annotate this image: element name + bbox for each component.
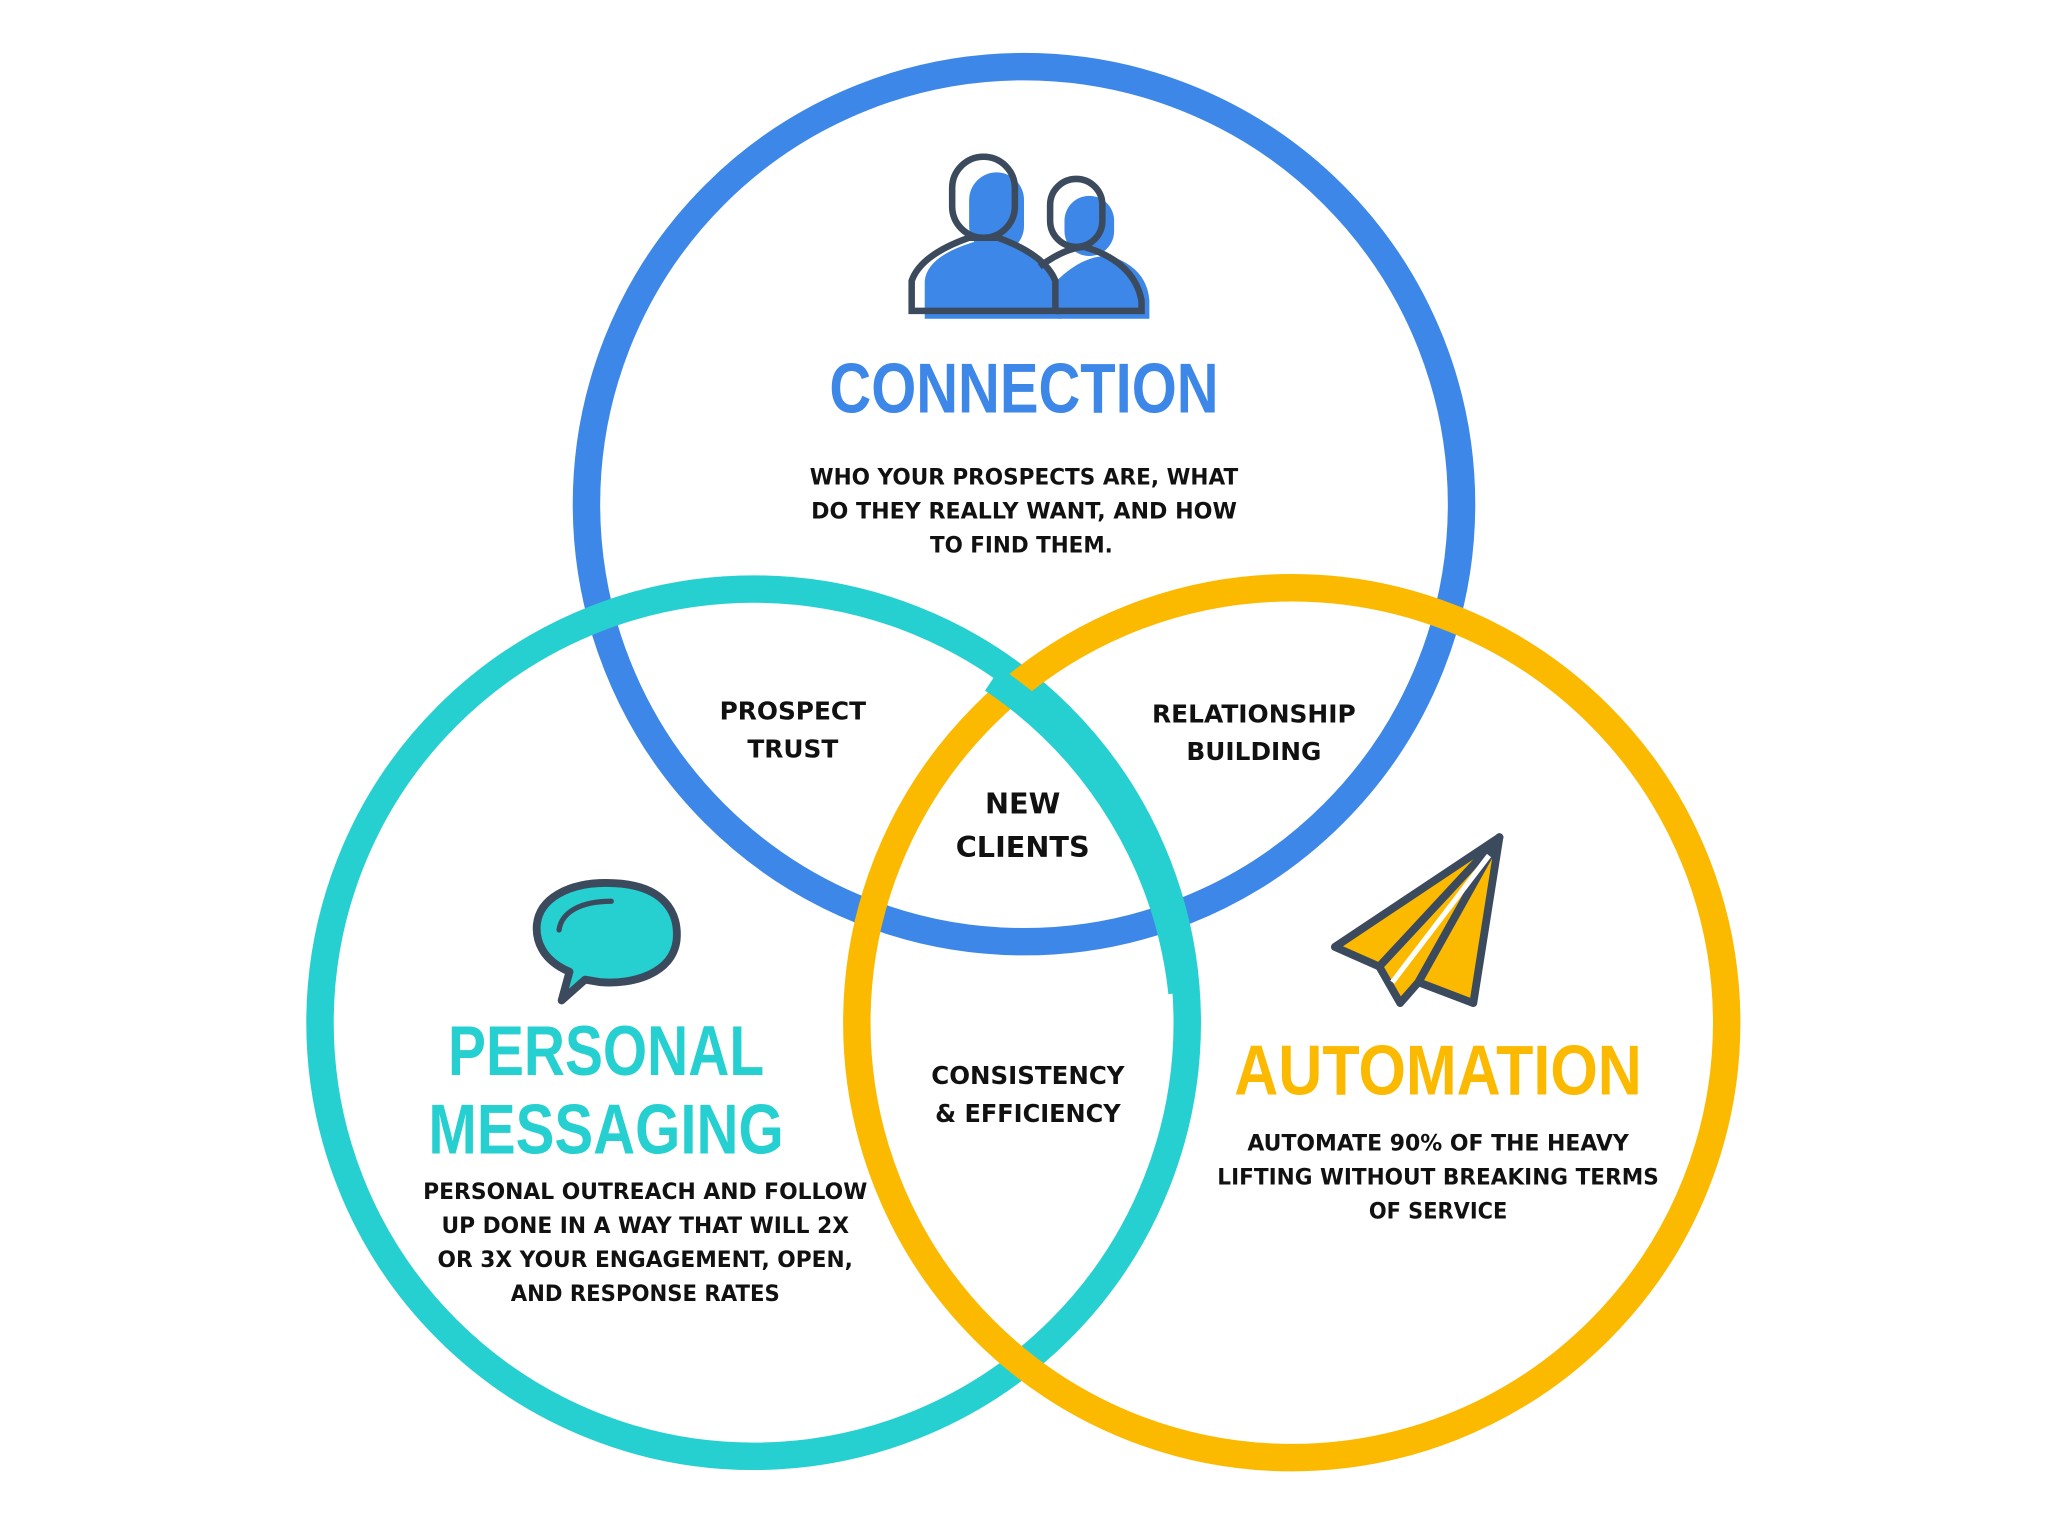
automation-circle	[843, 574, 1741, 1472]
svg-text:UP DONE IN A WAY THAT WILL 2X: UP DONE IN A WAY THAT WILL 2X	[441, 1213, 849, 1239]
svg-text:TRUST: TRUST	[747, 735, 838, 764]
automation-description: AUTOMATE 90% OF THE HEAVY LIFTING WITHOU…	[1217, 1131, 1658, 1225]
svg-text:NEW: NEW	[985, 787, 1060, 821]
overlap-relationship-building: RELATIONSHIP BUILDING	[1152, 699, 1356, 766]
personal-messaging-title: PERSONAL MESSAGING	[428, 1011, 783, 1168]
personal-messaging-circle	[306, 575, 1201, 1471]
svg-text:& EFFICIENCY: & EFFICIENCY	[935, 1099, 1121, 1128]
svg-text:BUILDING: BUILDING	[1186, 737, 1321, 766]
svg-text:AUTOMATE 90% OF THE HEAVY: AUTOMATE 90% OF THE HEAVY	[1247, 1131, 1629, 1157]
svg-text:OF SERVICE: OF SERVICE	[1369, 1199, 1507, 1225]
automation-title: AUTOMATION	[1234, 1031, 1642, 1110]
svg-text:LIFTING WITHOUT BREAKING TERMS: LIFTING WITHOUT BREAKING TERMS	[1217, 1165, 1658, 1191]
svg-text:PERSONAL OUTREACH AND FOLLOW: PERSONAL OUTREACH AND FOLLOW	[423, 1179, 867, 1205]
svg-text:WHO YOUR PROSPECTS ARE, WHAT: WHO YOUR PROSPECTS ARE, WHAT	[810, 465, 1239, 491]
connection-description: WHO YOUR PROSPECTS ARE, WHAT DO THEY REA…	[810, 465, 1239, 559]
personal-circle-overlap-arc	[985, 667, 1196, 995]
svg-text:CLIENTS: CLIENTS	[956, 830, 1090, 864]
svg-text:CONSISTENCY: CONSISTENCY	[931, 1061, 1125, 1090]
svg-text:OR 3X YOUR ENGAGEMENT, OPEN,: OR 3X YOUR ENGAGEMENT, OPEN,	[438, 1247, 853, 1273]
connection-title: CONNECTION	[829, 349, 1218, 428]
people-icon	[908, 153, 1150, 319]
svg-text:MESSAGING: MESSAGING	[428, 1089, 783, 1168]
paper-plane-icon	[1330, 833, 1504, 1008]
svg-text:PERSONAL: PERSONAL	[448, 1011, 764, 1090]
overlap-consistency-efficiency: CONSISTENCY & EFFICIENCY	[931, 1061, 1125, 1128]
svg-text:TO FIND THEM.: TO FIND THEM.	[930, 532, 1113, 558]
svg-text:DO THEY REALLY WANT, AND HOW: DO THEY REALLY WANT, AND HOW	[811, 499, 1237, 525]
personal-messaging-description: PERSONAL OUTREACH AND FOLLOW UP DONE IN …	[423, 1179, 867, 1307]
svg-text:AND RESPONSE RATES: AND RESPONSE RATES	[511, 1281, 780, 1307]
overlap-new-clients: NEW CLIENTS	[956, 787, 1090, 864]
speech-bubble-icon	[532, 879, 681, 1005]
svg-text:RELATIONSHIP: RELATIONSHIP	[1152, 699, 1356, 728]
connection-circle	[572, 52, 1476, 956]
svg-text:PROSPECT: PROSPECT	[720, 697, 867, 726]
overlap-prospect-trust: PROSPECT TRUST	[720, 697, 867, 764]
